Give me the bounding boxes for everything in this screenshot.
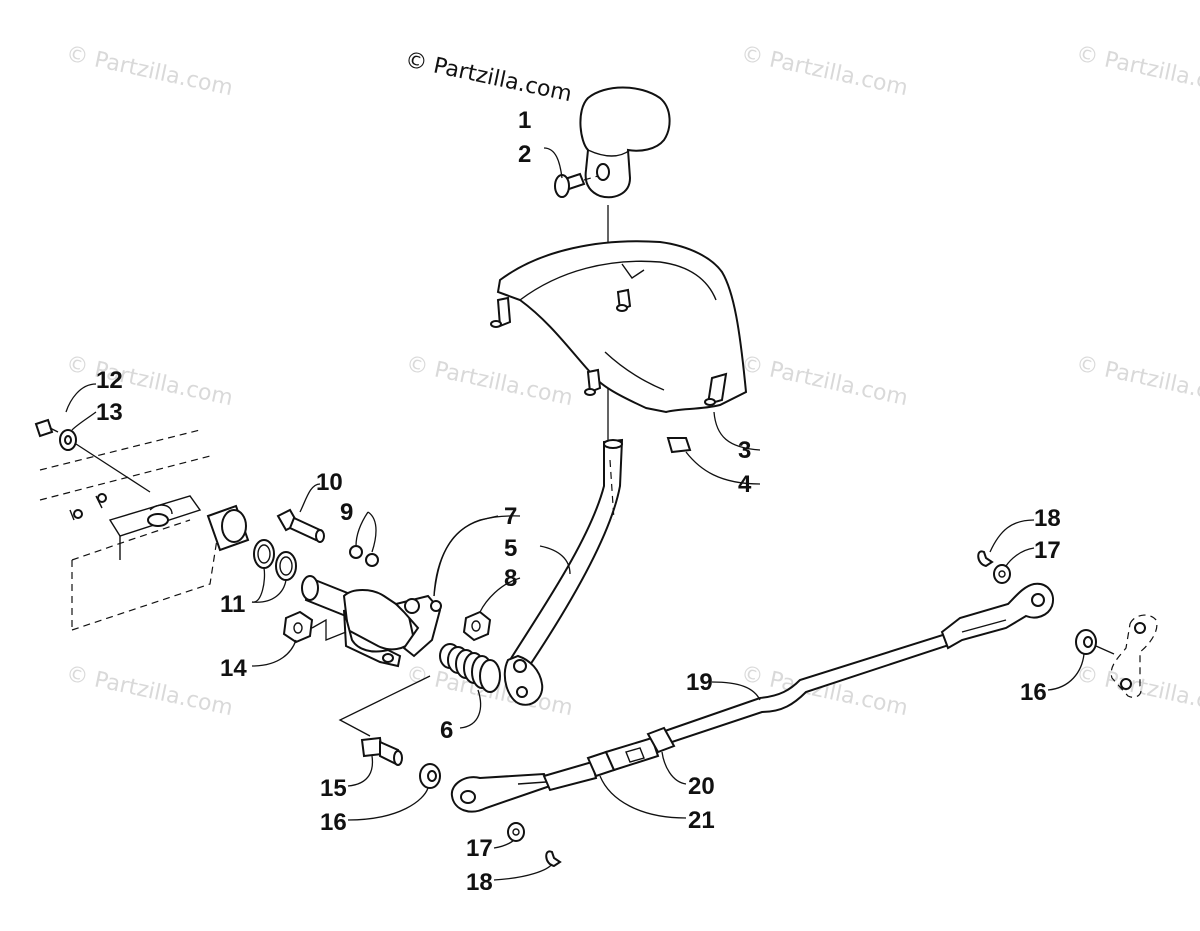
watermark-tile: © Partzilla.com [64, 351, 235, 411]
shift-guard-part-3 [490, 240, 748, 414]
shift-knob-pin-part-2 [554, 172, 599, 198]
e-clip-part-18-lower [545, 850, 562, 868]
callout-9: 9 [340, 499, 353, 526]
ball-stud-part-15 [360, 736, 403, 766]
callout-18-upper: 18 [1034, 505, 1061, 532]
callout-16-lower: 16 [320, 809, 347, 836]
watermark-tile: © Partzilla.com [1074, 351, 1200, 411]
frame-bracket [39, 429, 250, 631]
watermark-tile: © Partzilla.com [404, 351, 575, 411]
washer-part-16-lower [419, 763, 441, 789]
watermark-tile: © Partzilla.com [739, 41, 910, 101]
watermark-tile: © Partzilla.com [1074, 41, 1200, 101]
o-rings-part-11 [253, 539, 297, 581]
callout-5: 5 [504, 535, 517, 562]
callout-2: 2 [518, 141, 531, 168]
watermark-tile: © Partzilla.com [1074, 661, 1200, 721]
watermark-tile: © Partzilla.com [64, 41, 235, 101]
washer-part-16-upper [1075, 629, 1115, 655]
callout-15: 15 [320, 775, 347, 802]
callout-6: 6 [440, 717, 453, 744]
jam-nut-part-20 [646, 726, 676, 754]
callout-labels: 1 2 3 4 7 5 8 10 9 11 14 6 15 16 17 18 1… [96, 107, 1061, 896]
callout-4: 4 [738, 471, 752, 498]
shift-knob-part-1 [579, 86, 671, 199]
callout-21: 21 [688, 807, 715, 834]
washers-part-9 [349, 545, 379, 567]
e-clip-part-18-upper [977, 550, 994, 568]
nut-part-14 [282, 610, 347, 644]
spring-part-6 [439, 643, 501, 693]
grommet-part-4 [666, 437, 692, 454]
callout-18-lower: 18 [466, 869, 493, 896]
washer-part-17-lower [507, 822, 525, 842]
washer-part-13 [59, 429, 151, 493]
coupler-part-21 [586, 736, 660, 778]
watermark-tile: © Partzilla.com [739, 351, 910, 411]
callout-8: 8 [504, 565, 517, 592]
connector-line [338, 675, 431, 737]
callout-7: 7 [504, 503, 517, 530]
callout-20: 20 [688, 773, 715, 800]
transmission-shift-arm [1110, 614, 1158, 698]
shift-lever-part-5 [503, 438, 624, 706]
callout-11: 11 [220, 591, 245, 618]
shift-rod-part-19 [450, 582, 1054, 813]
bolt-part-10 [276, 508, 325, 543]
callout-leaders [65, 147, 1085, 881]
callout-17-lower: 17 [466, 835, 493, 862]
main-watermark: © Partzilla.com [403, 47, 574, 107]
callout-12: 12 [96, 367, 123, 394]
watermark-tile: © Partzilla.com [64, 661, 235, 721]
callout-19: 19 [686, 669, 713, 696]
callout-16-upper: 16 [1020, 679, 1047, 706]
callout-1: 1 [518, 107, 531, 134]
bolt-part-12 [34, 418, 59, 438]
shift-shaft-assembly [301, 575, 442, 668]
callout-14: 14 [220, 655, 247, 682]
nut-part-8 [462, 610, 492, 642]
callout-17-upper: 17 [1034, 537, 1061, 564]
callout-3: 3 [738, 437, 751, 464]
callout-13: 13 [96, 399, 123, 426]
washer-part-17-upper [993, 564, 1011, 584]
callout-10: 10 [316, 469, 343, 496]
